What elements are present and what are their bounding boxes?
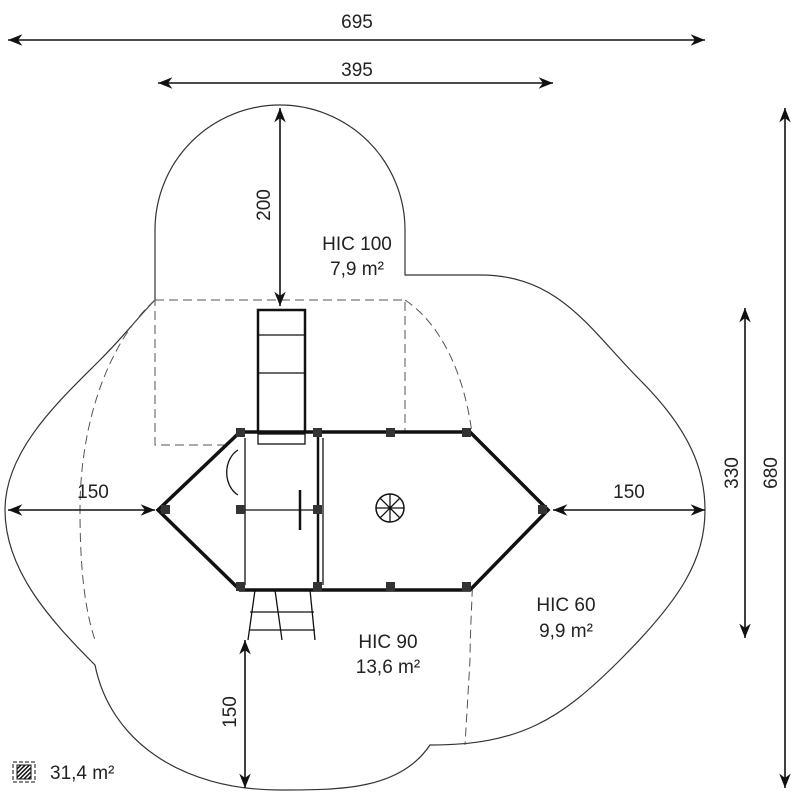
dim-structure-depth: 330 <box>722 457 743 489</box>
total-area-label: 31,4 m² <box>50 763 114 784</box>
dim-left-clearance: 150 <box>77 482 109 503</box>
play-structure <box>155 308 551 641</box>
dim-upper-width: 395 <box>341 60 373 81</box>
dim-overall-depth: 680 <box>761 457 782 489</box>
hatched-area-icon <box>12 761 36 783</box>
dim-right-clearance: 150 <box>613 482 645 503</box>
slide <box>256 308 307 436</box>
dim-bottom-clearance: 150 <box>220 696 241 728</box>
dim-overall-width: 695 <box>341 12 373 33</box>
dim-top-clearance: 200 <box>254 189 275 221</box>
hic-90-zone-boundary <box>79 299 156 641</box>
safety-zone-outline <box>4 104 706 791</box>
zone-hic-90-label: HIC 90 <box>358 632 417 653</box>
ladder <box>247 589 316 641</box>
zone-hic-60-label: HIC 60 <box>536 595 595 616</box>
zone-hic-100-area: 7,9 m² <box>330 259 384 280</box>
support-posts <box>161 428 547 591</box>
zone-hic-60-area: 9,9 m² <box>539 621 593 642</box>
zone-hic-100-label: HIC 100 <box>322 234 392 255</box>
zone-hic-90-area: 13,6 m² <box>356 657 420 678</box>
